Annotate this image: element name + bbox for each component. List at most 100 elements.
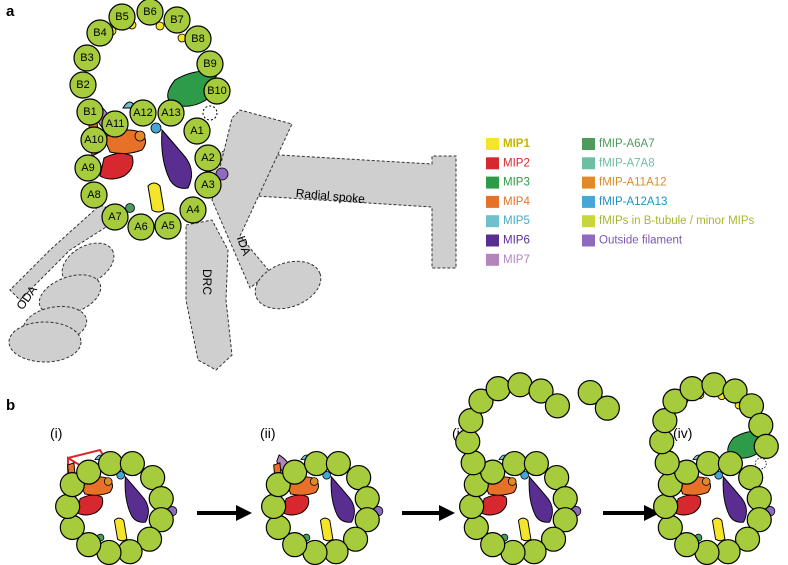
protofilament-a6: A6 (127, 213, 155, 241)
protofilament (748, 412, 774, 438)
svg-text:A3: A3 (201, 179, 214, 191)
protofilament (695, 450, 722, 477)
fmip-a11a12 (134, 130, 146, 142)
protofilament (354, 507, 380, 533)
protofilament-b4: B4 (86, 19, 114, 47)
radial-spoke: Radial spoke (207, 150, 457, 269)
doublet-step-2 (261, 450, 384, 565)
mip6-shape (161, 128, 192, 189)
legend-item-mip1: MIP1 (486, 138, 530, 150)
protofilament (552, 486, 578, 512)
protofilament (455, 429, 481, 455)
legend-item-outside-filament: Outside filament (582, 234, 683, 247)
svg-text:B9: B9 (203, 58, 216, 70)
protofilament (649, 429, 675, 455)
step-label-iv: (iv) (673, 425, 692, 441)
protofilament-a4: A4 (179, 196, 207, 224)
legend-swatch (582, 195, 595, 208)
legend-label: fMIP-A12A13 (599, 196, 667, 208)
protofilament (76, 532, 102, 558)
protofilament (346, 464, 372, 491)
protofilament (265, 514, 291, 541)
svg-text:A12: A12 (133, 107, 153, 119)
arrow-iii-iv (603, 505, 660, 521)
legend-label: MIP3 (503, 177, 530, 189)
protofilament-a13: A13 (157, 99, 185, 127)
radial-spoke-label: Radial spoke (295, 186, 366, 206)
mip1-shape (147, 182, 165, 213)
protofilament (552, 507, 578, 533)
protofilament-a11: A11 (101, 110, 129, 138)
protofilament-a3: A3 (194, 171, 222, 199)
legend-label: fMIP-A6A7 (599, 138, 655, 150)
protofilament-b2: B2 (69, 71, 97, 99)
protofilament-a12: A12 (129, 99, 157, 127)
legend-swatch (486, 157, 499, 170)
b-tubule-gap (202, 105, 218, 121)
legend-label: MIP1 (503, 138, 530, 150)
drc: DRC (185, 219, 233, 371)
svg-text:B3: B3 (80, 52, 93, 64)
legend-swatch (486, 195, 499, 208)
legend-item-mip7: MIP7 (486, 254, 530, 266)
protofilament (136, 526, 163, 552)
protofilament (544, 393, 571, 419)
legend-item-fmip-a11a12: fMIP-A11A12 (582, 176, 667, 189)
svg-text:B6: B6 (143, 6, 156, 18)
svg-text:A8: A8 (87, 189, 100, 201)
legend-swatch (582, 138, 595, 150)
a-tubule: A1 A2 A3 A4 A5 A6 A7 A8 A9 A10 A11 A12 A… (74, 99, 222, 241)
legend-label: Outside filament (599, 235, 683, 247)
svg-text:B4: B4 (93, 27, 106, 39)
protofilament (544, 464, 570, 491)
protofilament (746, 486, 772, 512)
protofilament (117, 539, 143, 565)
protofilament-b1: B1 (76, 98, 104, 126)
protofilament (282, 459, 308, 485)
protofilament (738, 464, 764, 491)
svg-text:A1: A1 (190, 125, 203, 137)
svg-text:A9: A9 (81, 162, 94, 174)
svg-text:A5: A5 (161, 220, 174, 232)
legend-item-fmip-a12a13: fMIP-A12A13 (582, 195, 667, 208)
doublet-step-3 (455, 372, 620, 565)
protofilament (523, 450, 549, 477)
legend-label: MIP2 (503, 157, 530, 169)
protofilament (480, 532, 506, 558)
protofilament (468, 388, 494, 414)
protofilament (55, 493, 81, 520)
legend-label: fMIP-A7A8 (599, 157, 655, 169)
protofilament-a9: A9 (74, 154, 102, 182)
legend: MIP1MIP2MIP3MIP4MIP5MIP6MIP7fMIP-A6A7fMI… (486, 138, 755, 266)
svg-text:A4: A4 (186, 204, 199, 216)
legend-label: MIP5 (503, 215, 530, 227)
legend-label: MIP7 (503, 254, 530, 266)
legend-swatch (486, 138, 499, 150)
panel-b-doublets (55, 372, 779, 565)
protofilament-b6: B6 (136, 0, 164, 26)
svg-text:A7: A7 (108, 211, 121, 223)
step-label-i: (i) (50, 425, 62, 441)
protofilament (679, 376, 705, 402)
legend-item-fmip-a7a8: fMIP-A7A8 (582, 157, 655, 170)
protofilament (59, 514, 85, 541)
protofilament (282, 532, 308, 558)
legend-swatch (486, 215, 499, 228)
protofilament (521, 539, 547, 565)
protofilament (507, 372, 533, 398)
legend-item-mip3: MIP3 (486, 176, 530, 189)
svg-text:A2: A2 (201, 152, 214, 164)
legend-item-mip4: MIP4 (486, 195, 530, 208)
protofilament-a8: A8 (80, 181, 108, 209)
drc-label: DRC (200, 269, 214, 295)
protofilament (528, 378, 554, 404)
protofilament-b3: B3 (73, 44, 101, 72)
svg-text:A10: A10 (84, 134, 104, 146)
protofilament (325, 450, 351, 477)
protofilament (717, 450, 743, 477)
arrow-ii-iii (402, 505, 455, 521)
protofilament (501, 450, 528, 477)
protofilament (753, 433, 779, 459)
protofilament (342, 526, 369, 552)
